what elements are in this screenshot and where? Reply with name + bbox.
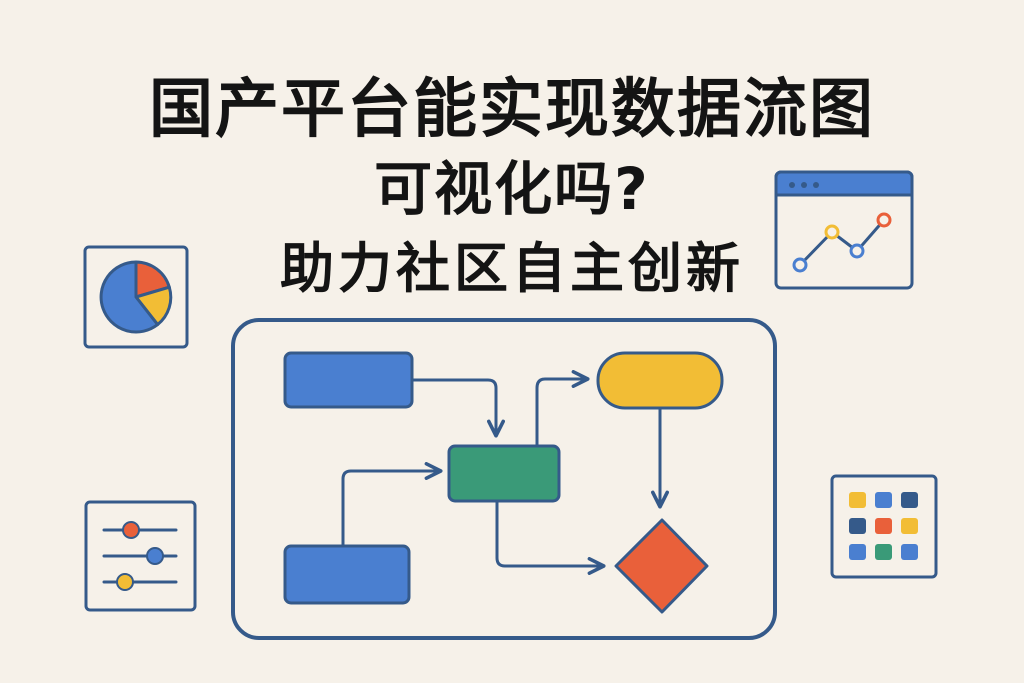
pie-chart-icon bbox=[83, 245, 189, 349]
edge-process-to-terminal bbox=[535, 370, 590, 448]
node-input-a bbox=[283, 351, 414, 409]
diagram-frame bbox=[231, 318, 777, 640]
node-input-b bbox=[283, 544, 411, 605]
subtitle: 助力社区自主创新 bbox=[280, 237, 744, 300]
node-process bbox=[447, 444, 561, 503]
node-decision bbox=[614, 518, 709, 614]
flow-diagram bbox=[231, 318, 777, 640]
edge-input-b-to-process bbox=[341, 462, 443, 548]
edge-process-to-decision bbox=[495, 501, 606, 575]
node-terminal bbox=[596, 351, 724, 410]
color-grid-icon bbox=[830, 474, 938, 579]
title-line-1: 国产平台能实现数据流图 bbox=[149, 73, 875, 147]
title-line-2: 可视化吗? bbox=[374, 155, 650, 223]
line-chart-window-icon bbox=[774, 170, 914, 290]
edge-input-a-to-process bbox=[412, 378, 505, 438]
slider-controls-icon bbox=[84, 500, 197, 612]
